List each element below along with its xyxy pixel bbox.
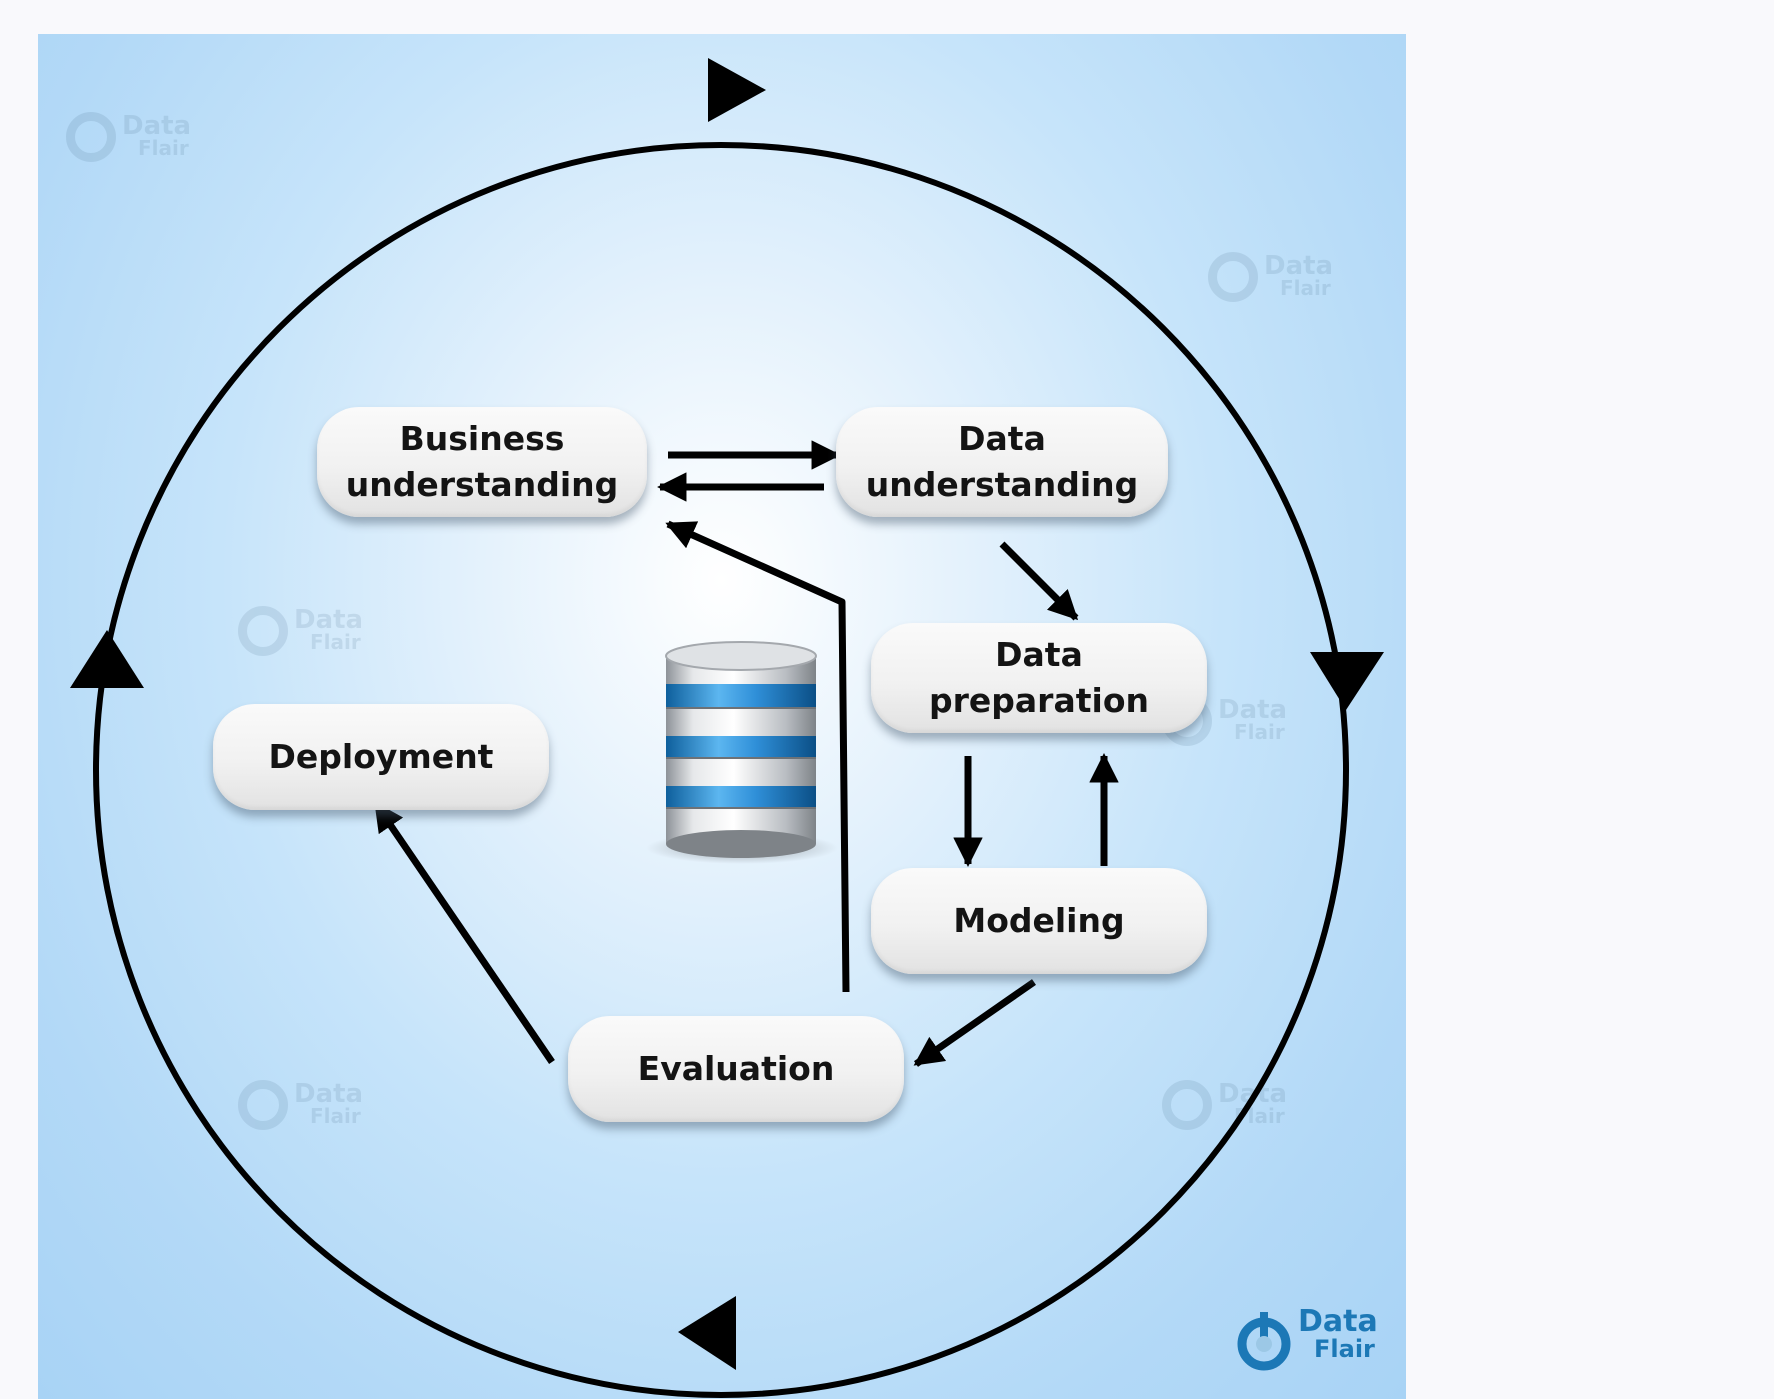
watermark-subtext: Flair xyxy=(1280,276,1331,300)
watermark-text: Data xyxy=(294,605,364,635)
arrow-data-understanding-to-preparation xyxy=(999,541,1079,621)
outer-cycle-arrowhead-left xyxy=(70,630,144,688)
watermark-text: Data xyxy=(1218,695,1288,725)
brand-logo-icon xyxy=(1237,1312,1291,1371)
watermark-mark-icon xyxy=(1162,1080,1212,1130)
brand-logo-text: Data xyxy=(1298,1304,1378,1339)
node-data-preparation: Data preparation xyxy=(871,623,1207,733)
watermark-text: Data xyxy=(122,111,192,141)
node-evaluation: Evaluation xyxy=(568,1016,904,1122)
outer-cycle-ring xyxy=(93,142,1349,1398)
watermark-mark-icon xyxy=(238,1080,288,1130)
watermark-subtext: Flair xyxy=(310,630,361,654)
node-business-understanding: Business understanding xyxy=(317,407,647,517)
node-modeling: Modeling xyxy=(871,868,1207,974)
connector-layer xyxy=(70,58,1384,1398)
watermark-text: Data xyxy=(1264,251,1334,281)
watermark-subtext: Flair xyxy=(138,136,189,160)
arrow-evaluation-to-business xyxy=(665,520,850,993)
brand-logo: Data Flair xyxy=(1234,1304,1384,1376)
arrow-evaluation-to-deployment xyxy=(373,801,555,1064)
outer-cycle-arrowhead-top xyxy=(708,58,766,122)
watermark-subtext: Flair xyxy=(1234,720,1285,744)
watermark-mark-icon xyxy=(66,112,116,162)
arrow-modeling-to-evaluation xyxy=(913,979,1036,1067)
watermark-mark-icon xyxy=(1208,252,1258,302)
watermark-subtext: Flair xyxy=(310,1104,361,1128)
outer-cycle-arrowhead-right xyxy=(1310,652,1384,710)
database-icon xyxy=(646,641,838,864)
brand-logo-subtext: Flair xyxy=(1314,1335,1375,1363)
watermark-text: Data xyxy=(294,1079,364,1109)
node-deployment: Deployment xyxy=(213,704,549,810)
node-data-understanding: Data understanding xyxy=(836,407,1168,517)
outer-cycle-arrowhead-bottom xyxy=(678,1296,736,1370)
watermark-mark-icon xyxy=(238,606,288,656)
